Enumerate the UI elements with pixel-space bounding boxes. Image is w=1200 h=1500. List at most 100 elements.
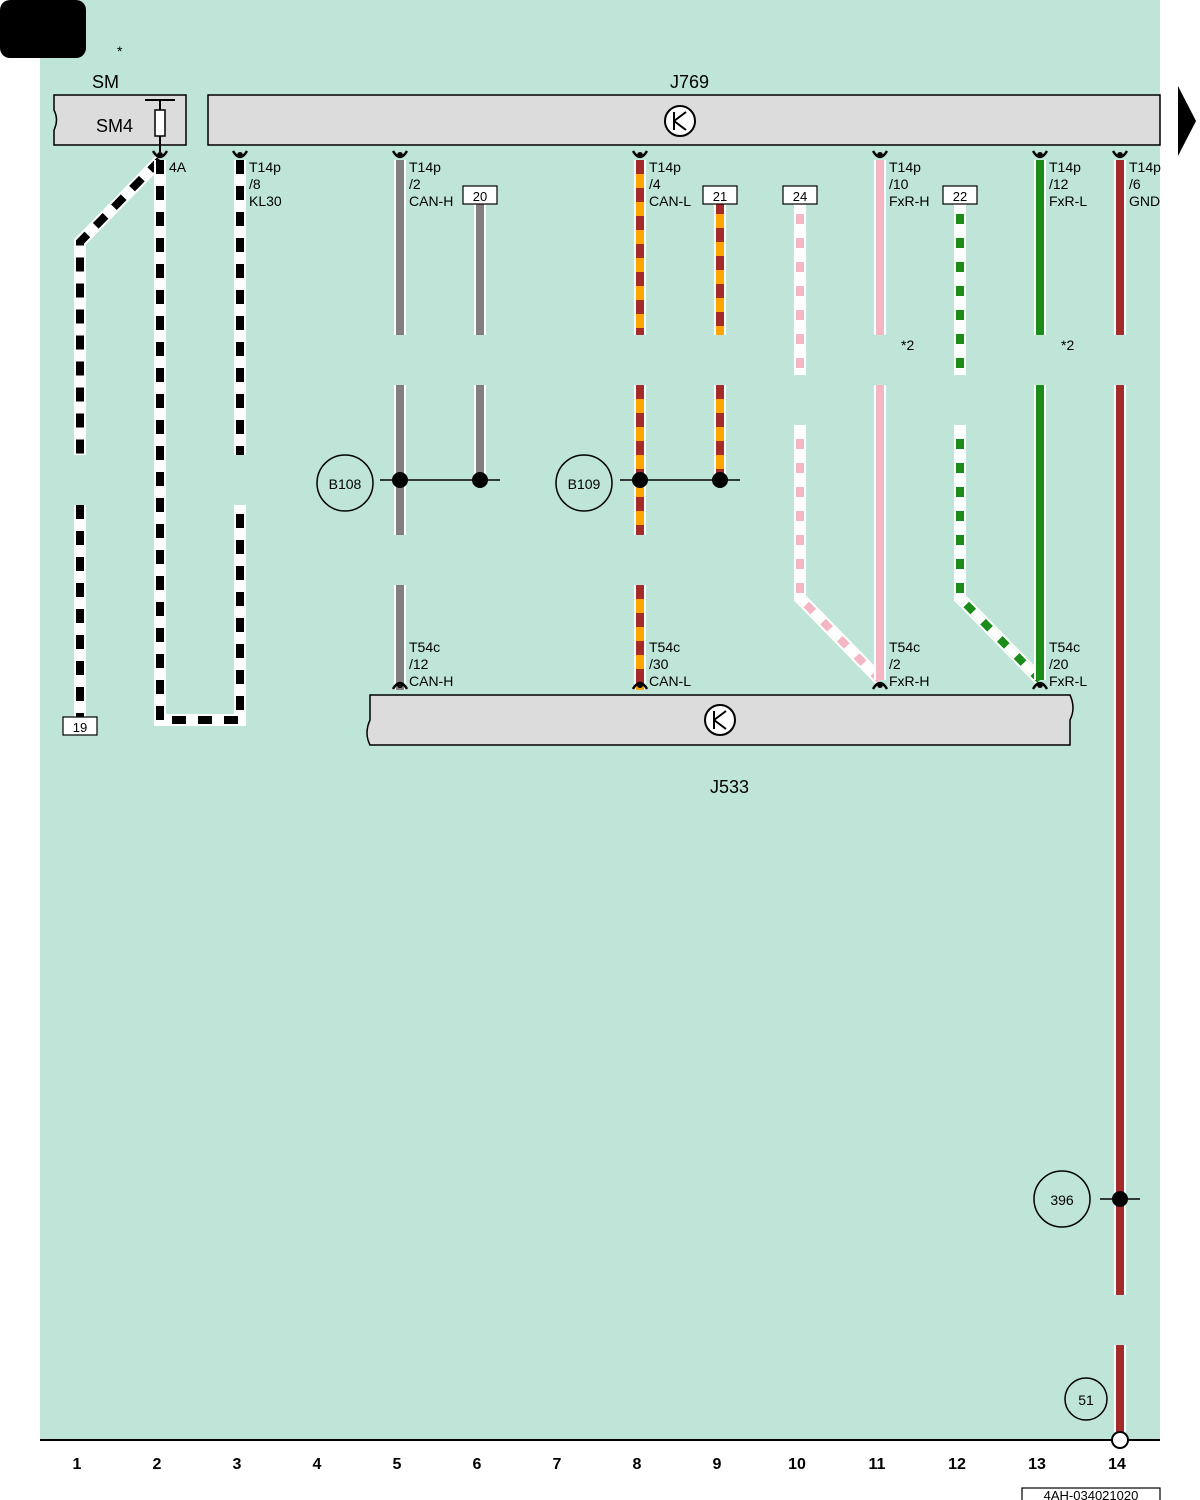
pin-connector-name: T14p [1129,159,1161,175]
wires [74,155,1126,1432]
footnote-marker: *2 [901,337,914,353]
connector-pin-icon [231,150,249,159]
column-number: 6 [473,1456,482,1473]
pin-label-t14p-12: T14p /12 FxR-L [1049,159,1087,209]
wire-pink-white [794,425,885,685]
j533-label: J533 [710,777,749,797]
junction-label: B109 [568,476,601,492]
transistor-icon [664,105,696,137]
pin-signal: GND [1129,193,1160,209]
transistor-icon [704,704,736,736]
wire-black-white [74,155,165,455]
wire-stroke [796,425,883,683]
wire-stroke [156,160,244,724]
column-number: 13 [1028,1456,1046,1473]
pin-number: /4 [649,176,661,192]
next-page-arrow-icon[interactable] [1178,86,1196,156]
column-number: 10 [788,1456,806,1473]
pin-number: /2 [409,176,421,192]
column-number: 9 [713,1456,722,1473]
pin-connector-name: T14p [249,159,281,175]
splice-dot [472,472,488,488]
wire-black-white [154,160,246,726]
column-number: 2 [153,1456,162,1473]
reference-number: 20 [473,189,487,204]
junction-label: B108 [329,476,362,492]
pin-signal: FxR-L [1049,673,1087,689]
pin-number: /12 [409,656,429,672]
top-note: * [117,43,123,59]
doc-code: 4AH-034021020 [1044,1488,1139,1500]
ground-terminal [1111,1431,1129,1449]
pin-label-t54c-20: T54c /20 FxR-L [1049,639,1087,689]
pin-signal: CAN-L [649,673,691,689]
connector-pin-icon [631,150,649,159]
pin-connector-name: T54c [649,639,680,655]
fuse-terminal-label: 4A [169,159,187,175]
pin-label-t14p-10: T14p /10 FxR-H [889,159,929,209]
column-number: 14 [1108,1456,1126,1473]
splice-dot [392,472,408,488]
column-number: 3 [233,1456,242,1473]
connector-pin-icon [1111,150,1129,159]
connector-pin-icon [1031,681,1049,690]
wire-stroke [956,425,1043,683]
column-number: 11 [869,1456,886,1473]
pin-connector-name: T14p [1049,159,1081,175]
reference-number: 19 [73,720,87,735]
reference-number: 24 [793,189,807,204]
pin-label-t54c-30: T54c /30 CAN-L [649,639,691,689]
connector-pin-icon [151,150,169,159]
pin-number: /30 [649,656,669,672]
column-number: 8 [633,1456,642,1473]
pin-label-t14p-4: T14p /4 CAN-L [649,159,691,209]
pin-connector-name: T54c [1049,639,1080,655]
doc-code-box [1021,1487,1161,1500]
pin-label-t14p-8: T14p /8 KL30 [249,159,282,209]
pin-signal: FxR-H [889,673,929,689]
reference-box[interactable]: 21 [702,185,738,205]
column-number: 4 [313,1456,322,1473]
reference-box[interactable]: 19 [62,716,98,736]
pin-number: /10 [889,176,909,192]
pin-signal: CAN-L [649,193,691,209]
pin-connector-name: T14p [649,159,681,175]
j769-label: J769 [670,72,709,92]
page-tab [0,0,86,58]
splice-dot [632,472,648,488]
column-number: 12 [948,1456,966,1473]
pin-signal: FxR-L [1049,193,1087,209]
junction-b108: B108 [316,454,374,512]
reference-number: 22 [953,189,967,204]
pin-connector-name: T54c [409,639,440,655]
sm-group-label: SM [92,72,119,92]
wire-green-white [954,425,1045,685]
junction-label: 396 [1050,1192,1074,1208]
connector-pin-icon [391,681,409,690]
pin-number: /20 [1049,656,1069,672]
connector-pin-icon [391,150,409,159]
wire-stroke [76,157,163,455]
junction-396: 396 [1033,1170,1091,1228]
reference-box[interactable]: 22 [942,185,978,205]
pin-number: /12 [1049,176,1069,192]
sm-module-box [53,94,187,146]
pin-signal: KL30 [249,193,282,209]
pin-signal: FxR-H [889,193,929,209]
splice-dot [712,472,728,488]
reference-box[interactable]: 20 [462,185,498,205]
pin-connector-name: T14p [409,159,441,175]
junction-b109: B109 [555,454,613,512]
pin-signal: CAN-H [409,673,453,689]
pin-signal: CAN-H [409,193,453,209]
pin-label-t14p-6: T14p /6 GND [1129,159,1161,209]
pin-connector-name: T14p [889,159,921,175]
connector-pin-icon [1031,150,1049,159]
connectors [151,150,1129,690]
pin-connector-name: T54c [889,639,920,655]
ground-point-51: 51 [1064,1377,1108,1421]
reference-box[interactable]: 24 [782,185,818,205]
connector-pin-icon [871,150,889,159]
splice-dot [1112,1191,1128,1207]
